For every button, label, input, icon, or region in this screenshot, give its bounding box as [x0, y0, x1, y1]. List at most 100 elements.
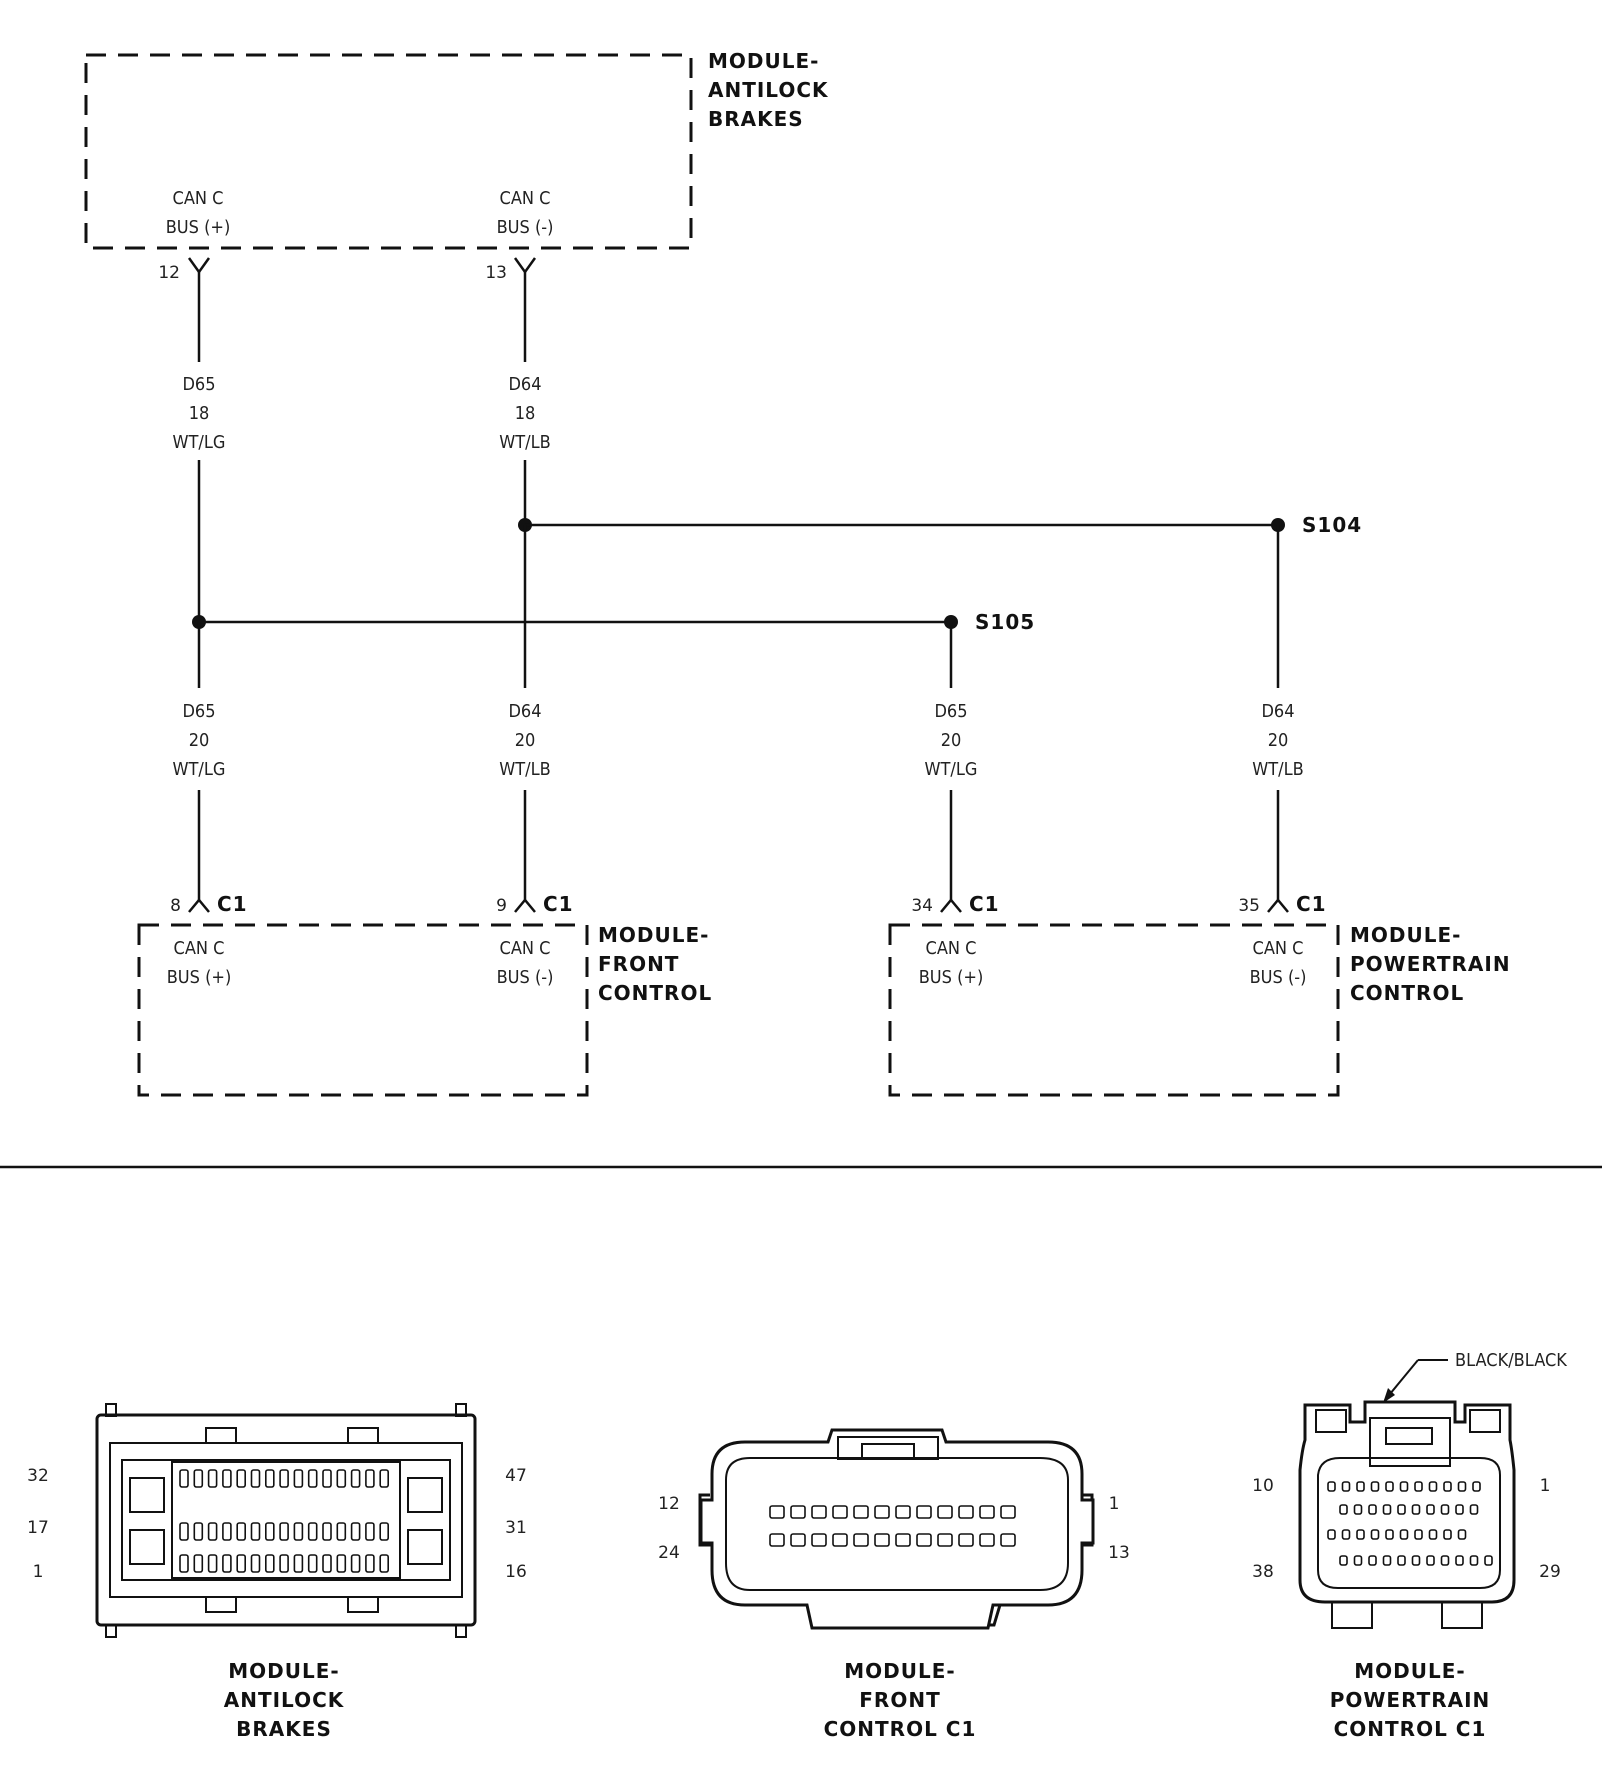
pcm-cavity [1484, 1555, 1493, 1566]
abs-cavity [293, 1522, 304, 1541]
abs-cavity [322, 1522, 332, 1541]
pcm-cavity [1443, 1481, 1452, 1492]
fcm-neg-terminal-symbol [514, 898, 536, 913]
pcm-connector-lock [1369, 1417, 1451, 1467]
abs-view-pin-left-3: 1 [33, 1562, 44, 1582]
abs-view-caption-2: ANTILOCK [224, 1688, 345, 1712]
fcm-neg-terminal-name-1: CAN C [500, 938, 551, 959]
pcm-pos-terminal-symbol [940, 898, 962, 913]
abs-pos-terminal-name-1: CAN C [173, 188, 224, 209]
wire-pcm-pos-gauge: 20 [941, 730, 962, 751]
abs-latch-tab [105, 1403, 117, 1417]
pcm-view-pin-left-2: 38 [1252, 1562, 1274, 1582]
fcm-view-pin-right-2: 13 [1108, 1543, 1130, 1563]
abs-cavity [236, 1554, 246, 1573]
abs-cavity [279, 1522, 289, 1541]
abs-connector-center-block [171, 1461, 401, 1579]
abs-cavity [365, 1554, 375, 1573]
abs-connector-view [95, 1403, 477, 1638]
abs-cavity [222, 1469, 232, 1488]
pcm-cavity [1411, 1555, 1421, 1566]
pcm-module-title-2: POWERTRAIN [1350, 952, 1511, 976]
abs-view-caption-1: MODULE- [228, 1659, 339, 1683]
fcm-connector-latch-detail [861, 1443, 915, 1460]
abs-cavity [193, 1554, 204, 1573]
pcm-connector-housing [1298, 1400, 1516, 1604]
pcm-cavity [1397, 1555, 1406, 1566]
pcm-cavity [1339, 1504, 1348, 1515]
fcm-cavity [853, 1533, 869, 1547]
pcm-cavity [1370, 1481, 1380, 1492]
wire-abs-neg-color: WT/LB [499, 432, 551, 453]
pcm-cavity [1370, 1529, 1380, 1540]
pcm-neg-connector: C1 [1296, 892, 1327, 916]
abs-pos-pin: 12 [158, 263, 180, 283]
abs-cavity [350, 1522, 361, 1541]
pcm-color-callout: BLACK/BLACK [1455, 1350, 1567, 1371]
pcm-connector-foot [1331, 1601, 1373, 1629]
abs-cavity [264, 1469, 275, 1488]
fcm-cavity [832, 1533, 848, 1547]
pcm-cavity [1426, 1555, 1435, 1566]
pcm-cavity [1399, 1529, 1409, 1540]
pcm-cavity [1469, 1555, 1479, 1566]
wire-abs-pos-gauge: 18 [189, 403, 210, 424]
pcm-cavity [1457, 1481, 1467, 1492]
pcm-module-title-3: CONTROL [1350, 981, 1464, 1005]
pcm-cavity [1385, 1481, 1394, 1492]
fcm-neg-connector: C1 [543, 892, 574, 916]
abs-cavity [207, 1554, 218, 1573]
pcm-view-pin-left-1: 10 [1252, 1476, 1274, 1496]
pcm-cavity [1455, 1555, 1464, 1566]
wire-abs-neg-gauge: 18 [515, 403, 536, 424]
pcm-cavity [1339, 1555, 1348, 1566]
pcm-cavity [1411, 1504, 1421, 1515]
fcm-connector-inner [725, 1457, 1069, 1591]
abs-cavity [379, 1469, 390, 1488]
pcm-neg-pin: 35 [1238, 896, 1260, 916]
pcm-pos-connector: C1 [969, 892, 1000, 916]
abs-cavity [336, 1469, 347, 1488]
fcm-cavity [811, 1533, 827, 1547]
fcm-pos-terminal-name-1: CAN C [174, 938, 225, 959]
abs-module-title-2: ANTILOCK [708, 78, 829, 102]
pcm-cavity [1353, 1504, 1363, 1515]
fcm-cavity [832, 1505, 848, 1519]
abs-key [205, 1596, 237, 1613]
abs-latch-tab [455, 1403, 467, 1417]
fcm-pos-connector: C1 [217, 892, 248, 916]
wire-fcm-neg-gauge: 20 [515, 730, 536, 751]
abs-cavity [179, 1554, 189, 1573]
pcm-cavity [1440, 1504, 1450, 1515]
pcm-cavity [1327, 1529, 1336, 1540]
abs-key [205, 1427, 237, 1444]
abs-neg-pin: 13 [485, 263, 507, 283]
fcm-module-title-1: MODULE- [598, 923, 709, 947]
wire-pcm-neg-circuit: D64 [1261, 701, 1294, 722]
pcm-module-box [888, 923, 1340, 1097]
pcm-connector-key [1315, 1409, 1347, 1433]
fcm-cavity [937, 1533, 953, 1547]
abs-cavity [193, 1522, 204, 1541]
fcm-view-caption-2: FRONT [859, 1688, 940, 1712]
fcm-cavity [895, 1533, 911, 1547]
abs-cavity [279, 1469, 289, 1488]
wire-pcm-neg-gauge: 20 [1268, 730, 1289, 751]
abs-cavity [322, 1469, 332, 1488]
abs-cavity [250, 1554, 261, 1573]
abs-cavity [336, 1554, 347, 1573]
abs-module-box [84, 53, 693, 250]
abs-cavity [179, 1522, 189, 1541]
fcm-cavity [979, 1533, 995, 1547]
fcm-cavity [958, 1505, 974, 1519]
fcm-connector-view [698, 1428, 1095, 1630]
fcm-module-title-3: CONTROL [598, 981, 712, 1005]
pcm-cavity [1428, 1481, 1438, 1492]
wire-fcm-pos-color: WT/LG [173, 759, 226, 780]
abs-view-caption-3: BRAKES [236, 1717, 332, 1741]
fcm-cavity [769, 1505, 785, 1519]
wire-fcm-neg-circuit: D64 [508, 701, 541, 722]
pcm-cavity [1414, 1529, 1423, 1540]
abs-view-pin-right-3: 16 [505, 1562, 527, 1582]
